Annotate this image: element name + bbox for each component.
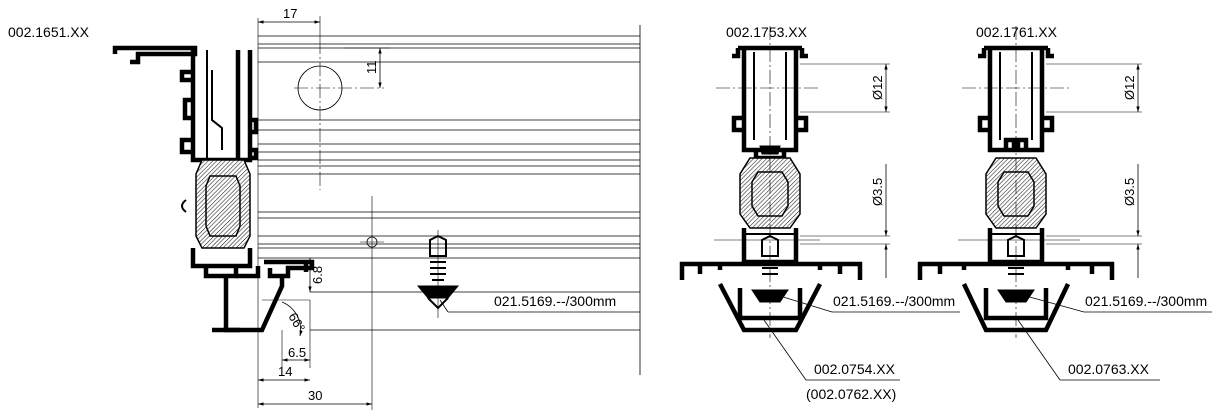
screw-left bbox=[416, 230, 460, 318]
dim-dia3-5-right: Ø3.5 bbox=[1122, 178, 1137, 206]
label-cap-right: 002.0763.XX bbox=[1068, 361, 1150, 377]
dim-6-5: 6.5 bbox=[288, 345, 306, 360]
dim-dia3-5-mid: Ø3.5 bbox=[870, 178, 885, 206]
main-profile-section: 17 11 6.8 66° 6.5 14 30 002.1651.XX 021.… bbox=[8, 6, 641, 410]
label-part-main: 002.1651.XX bbox=[8, 24, 90, 40]
label-cap-mid-alt: (002.0762.XX) bbox=[806, 386, 896, 402]
dim-17: 17 bbox=[283, 6, 297, 21]
label-part-mid: 002.1753.XX bbox=[726, 24, 808, 40]
glass-edge-lines bbox=[257, 18, 641, 408]
label-part-right: 002.1761.XX bbox=[976, 24, 1058, 40]
right-section: 002.1761.XX Ø12 bbox=[917, 24, 1212, 381]
label-cap-mid: 002.0754.XX bbox=[814, 361, 896, 377]
dim-66-deg: 66° bbox=[285, 310, 308, 335]
dim-11: 11 bbox=[364, 61, 379, 75]
dim-dia12-right: Ø12 bbox=[1122, 75, 1137, 100]
dim-6-8: 6.8 bbox=[310, 266, 325, 284]
dim-14: 14 bbox=[278, 364, 292, 379]
middle-section: 002.1753.XX Ø12 bbox=[679, 24, 960, 402]
label-screw-left: 021.5169.--/300mm bbox=[494, 293, 616, 309]
dim-dia12-mid: Ø12 bbox=[870, 75, 885, 100]
dim-30: 30 bbox=[308, 388, 322, 403]
label-screw-mid: 021.5169.--/300mm bbox=[833, 293, 955, 309]
label-screw-right: 021.5169.--/300mm bbox=[1085, 293, 1207, 309]
